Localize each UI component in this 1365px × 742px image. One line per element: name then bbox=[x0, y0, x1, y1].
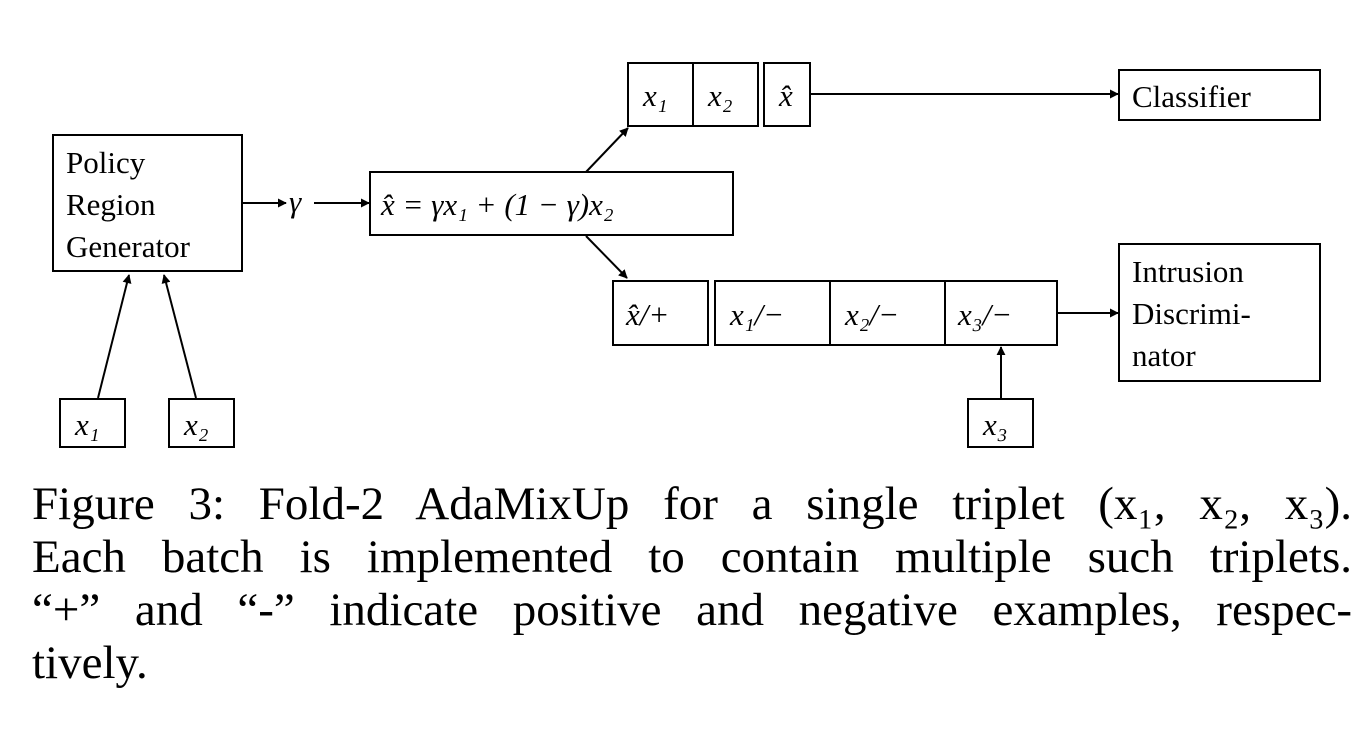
gamma-label: γ bbox=[289, 184, 302, 219]
generator-line-3: Generator bbox=[66, 229, 190, 264]
bottom-row-xhat-plus-label: x̂/+ bbox=[626, 297, 670, 332]
discriminator-line-2: Discrimi- bbox=[1132, 296, 1251, 331]
generator-line-2: Region bbox=[66, 187, 156, 222]
discriminator-line-1: Intrusion bbox=[1132, 254, 1244, 289]
classifier-box: Classifier bbox=[1118, 69, 1321, 121]
mix-formula-label: x̂ = γx₁ + (1 − γ)x₂ bbox=[381, 187, 614, 222]
input-x3-box: x₃ bbox=[967, 398, 1034, 448]
classifier-label: Classifier bbox=[1132, 79, 1251, 114]
top-row-x1-box: x₁ bbox=[627, 62, 694, 127]
arrow-mix-to-top-row bbox=[585, 127, 629, 173]
bottom-row-x2-minus-label: x₂/− bbox=[845, 297, 900, 332]
diagram-arrows bbox=[97, 89, 1119, 399]
input-x2-label: x₂ bbox=[184, 407, 209, 442]
intrusion-discriminator-box: Intrusion Discrimi- nator bbox=[1118, 243, 1321, 382]
intrusion-discriminator-label: Intrusion Discrimi- nator bbox=[1132, 251, 1251, 377]
policy-region-generator-box: Policy Region Generator bbox=[52, 134, 243, 272]
caption-line-2: Each batch is implemented to contain mul… bbox=[32, 531, 1352, 583]
input-x2-box: x₂ bbox=[168, 398, 235, 448]
caption-line-3: “+” and “-” indicate positive and negati… bbox=[32, 584, 1352, 636]
arrow-mix-to-bottom-row bbox=[585, 235, 628, 279]
arrow-x2-to-generator bbox=[161, 274, 197, 399]
top-row-xhat-label: x̂ bbox=[779, 78, 793, 113]
top-row-xhat-box: x̂ bbox=[763, 62, 811, 127]
bottom-row-x1-minus-label: x₁/− bbox=[730, 297, 785, 332]
bottom-row-x3-minus-box: x₃/− bbox=[944, 280, 1058, 346]
arrow-x1-to-generator bbox=[97, 274, 132, 399]
policy-region-generator-label: Policy Region Generator bbox=[66, 142, 190, 268]
generator-line-1: Policy bbox=[66, 145, 146, 180]
discriminator-line-3: nator bbox=[1132, 338, 1196, 373]
mix-formula-box: x̂ = γx₁ + (1 − γ)x₂ bbox=[369, 171, 734, 236]
top-row-x2-label: x₂ bbox=[708, 78, 733, 113]
bottom-row-x3-minus-label: x₃/− bbox=[958, 297, 1013, 332]
caption-line-4: tively. bbox=[32, 637, 148, 689]
bottom-row-xhat-plus-box: x̂/+ bbox=[612, 280, 709, 346]
bottom-row-x1-minus-box: x₁/− bbox=[714, 280, 831, 346]
bottom-row-x2-minus-box: x₂/− bbox=[829, 280, 946, 346]
input-x1-label: x₁ bbox=[75, 407, 100, 442]
input-x3-label: x₃ bbox=[983, 407, 1008, 442]
input-x1-box: x₁ bbox=[59, 398, 126, 448]
figure-caption: Figure 3: Fold-2 AdaMixUp for a single t… bbox=[32, 478, 1352, 690]
top-row-x2-box: x₂ bbox=[692, 62, 759, 127]
caption-line-1: Figure 3: Fold-2 AdaMixUp for a single t… bbox=[32, 478, 1352, 530]
top-row-x1-label: x₁ bbox=[643, 78, 668, 113]
